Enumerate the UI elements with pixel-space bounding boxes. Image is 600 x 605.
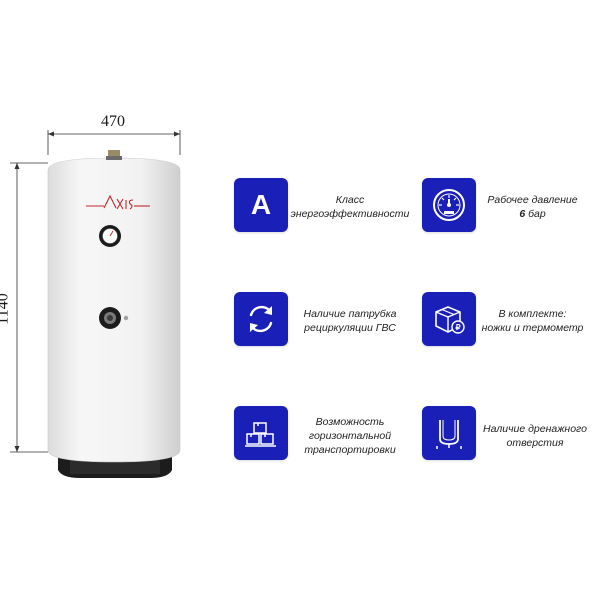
thermometer-gauge (99, 225, 121, 247)
boiler-drawing (10, 130, 181, 478)
pressure-gauge-icon (433, 189, 465, 221)
boiler-illustration (0, 0, 210, 600)
package-contents-icon: ₽ (435, 306, 465, 334)
caption-line: рециркуляции ГВС (304, 322, 396, 334)
transport-badge (234, 406, 288, 460)
recirculation-fitting (99, 307, 129, 329)
pressure-badge (422, 178, 476, 232)
caption-line: энергоэффективности (290, 208, 410, 220)
width-dimension-line (47, 130, 181, 155)
caption-line: отверстия (506, 437, 564, 449)
axis-logo (86, 194, 150, 210)
letter-a-icon: A (250, 189, 272, 220)
transport-caption: Возможность горизонтальной транспортиров… (290, 415, 410, 457)
package-caption: В комплекте: ножки и термометр (475, 307, 590, 335)
caption-line: ножки и термометр (481, 322, 584, 334)
height-dimension-line (10, 162, 48, 453)
horizontal-transport-icon (245, 422, 276, 447)
recirculation-arrows-icon (249, 305, 273, 333)
pressure-caption: Рабочее давление 6 бар (475, 193, 590, 221)
pressure-unit: бар (528, 208, 546, 220)
caption-line: горизонтальной (308, 430, 392, 442)
height-dimension-label: 1140 (0, 293, 12, 325)
drain-hole-icon (436, 420, 462, 449)
caption-line: Возможность (315, 416, 385, 428)
energy-class-badge: A (234, 178, 288, 232)
package-badge: ₽ (422, 292, 476, 346)
energy-class-caption: Класс энергоэффективности (290, 193, 410, 221)
caption-line: 6 бар (475, 207, 590, 221)
drain-caption: Наличие дренажного отверстия (480, 422, 590, 450)
svg-text:₽: ₽ (455, 323, 460, 332)
recirculation-caption: Наличие патрубка рециркуляции ГВС (290, 307, 410, 335)
top-fitting (106, 150, 122, 160)
caption-line: Класс (335, 194, 365, 206)
caption-line: Наличие патрубка (303, 308, 397, 320)
caption-line: транспортировки (304, 444, 396, 456)
drain-badge (422, 406, 476, 460)
caption-line: В комплекте: (498, 308, 567, 320)
width-dimension-label: 470 (101, 113, 125, 130)
caption-line: Рабочее давление (487, 194, 578, 206)
caption-line: Наличие дренажного (483, 423, 587, 435)
recirculation-badge (234, 292, 288, 346)
pressure-value: 6 (519, 208, 526, 220)
